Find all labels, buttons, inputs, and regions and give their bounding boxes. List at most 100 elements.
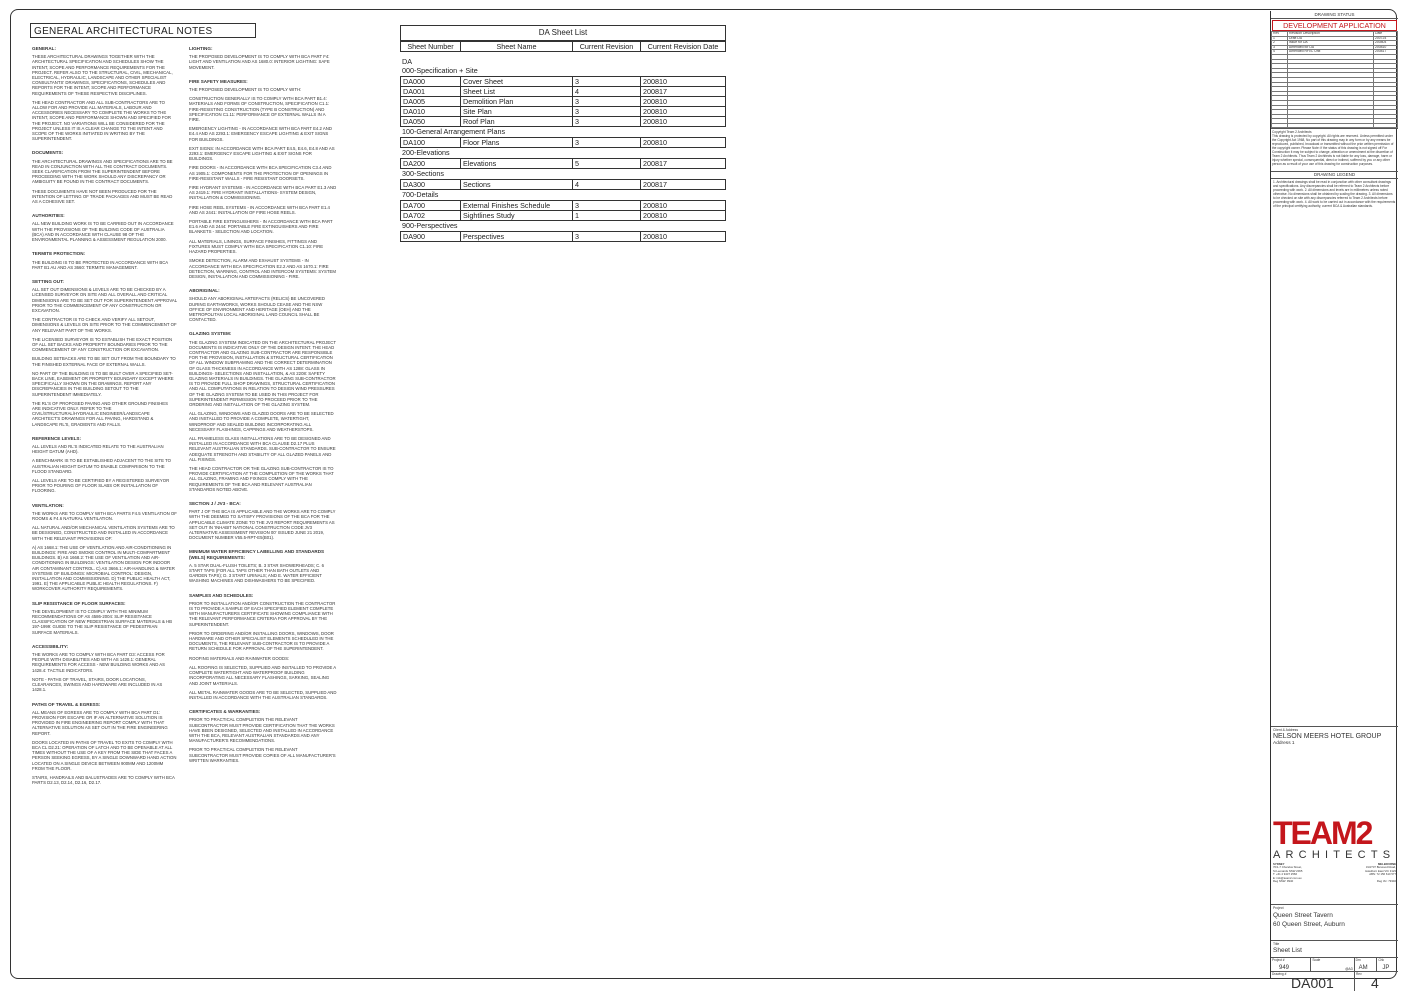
drawing-number-row: Drawing # DA001 Rev 4	[1271, 971, 1398, 991]
notes-paragraph: ALL NATURAL AND/OR MECHANICAL VENTILATIO…	[32, 525, 175, 541]
sheet-name: External Finishes Schedule	[460, 200, 573, 211]
notes-heading: SLIP RESISTANCE OF FLOOR SURFACES:	[32, 600, 126, 606]
sheet-revision: 1	[572, 210, 641, 221]
drawing-number: DA001	[1291, 975, 1334, 991]
sheet-revision: 4	[572, 86, 641, 97]
notes-heading: GLAZING SYSTEM:	[189, 331, 232, 337]
notes-section: GENERAL: THESE ARCHITECTURAL DRAWINGS TOG…	[32, 46, 177, 141]
info-row: Project # 949 Scale @A3 Drn AM Chk JP	[1271, 957, 1398, 972]
notes-paragraph: ALL MEANS OF EGRESS ARE TO COMPLY WITH B…	[32, 709, 168, 736]
notes-heading: MINIMUM WATER EFFICIENCY LABELLING AND S…	[189, 549, 325, 560]
notes-section: LIGHTING:THE PROPOSED DEVELOPMENT IS TO …	[189, 46, 337, 70]
notes-paragraph: THESE ARCHITECTURAL DRAWINGS TOGETHER WI…	[32, 54, 173, 96]
sheet-revision: 3	[572, 106, 641, 117]
notes-paragraph: THE HEAD CONTRACTOR OR THE GLAZING SUB-C…	[189, 466, 334, 492]
title-label: Title	[1273, 942, 1280, 946]
notes-paragraph: ROOFING MATERIALS AND RAINWATER GOODS:	[189, 655, 290, 661]
sheet-name: Cover Sheet	[460, 76, 573, 87]
sheet-number: DA000	[400, 76, 461, 87]
sheet-set-label: DA	[402, 57, 412, 66]
sheet-revision-date: 200817	[640, 158, 726, 169]
notes-heading: SETTING OUT:	[32, 278, 64, 284]
checked-cell: Chk JP	[1377, 958, 1398, 972]
notes-title: GENERAL ARCHITECTURAL NOTES	[30, 23, 256, 38]
notes-paragraph: NO PART OF THE BUILDING IS TO BE BUILT O…	[32, 370, 174, 397]
notes-paragraph: ALL SET OUT DIMENSIONS & LEVELS ARE TO B…	[32, 287, 178, 313]
sheet-revision-date: 200810	[640, 210, 726, 221]
notes-heading: LIGHTING:	[189, 46, 213, 51]
sheet-name: Site Plan	[460, 106, 573, 117]
notes-section: FIRE SAFETY MEASURES:THE PROPOSED DEVELO…	[189, 79, 337, 279]
sheet-number: DA010	[400, 106, 461, 117]
sheet-number: DA702	[400, 210, 461, 221]
office-line: 313/737 Burwood Road,	[1365, 865, 1396, 870]
drawing-number-cell: Drawing # DA001	[1271, 972, 1355, 991]
notes-heading: CERTIFICATES & WARRANTIES:	[189, 709, 261, 715]
scale-label: Scale	[1312, 958, 1321, 962]
sheet-group-name: 700-Details	[402, 190, 439, 199]
sheet-revision: 3	[572, 200, 641, 211]
revision-cell	[1373, 122, 1398, 129]
notes-paragraph: THESE DOCUMENTS HAVE NOT BEEN PRODUCED F…	[32, 188, 173, 205]
notes-paragraph: A. 5 STAR DUAL-FLUSH TOILETS; B. 3 STAR …	[189, 562, 325, 584]
notes-paragraph: NOTE - PATHS OF TRAVEL, STAIRS, DOOR LOC…	[32, 676, 163, 693]
sheet-revision: 4	[572, 179, 641, 190]
sheet-list-header-table: Sheet Number Sheet Name Current Revision…	[400, 41, 726, 52]
office-line: Reg Vic: 79340	[1376, 879, 1396, 884]
notes-section: VENTILATION:THE WORKS ARE TO COMPLY WITH…	[32, 503, 177, 592]
sheet-number: DA900	[400, 231, 461, 242]
notes-heading: GENERAL:	[32, 46, 56, 51]
notes-paragraph: DOORS LOCATED IN PATHS OF TRAVEL TO EXIT…	[32, 739, 177, 771]
notes-column-2: LIGHTING:THE PROPOSED DEVELOPMENT IS TO …	[189, 46, 337, 772]
notes-heading: ABORIGINAL:	[189, 288, 220, 294]
notes-heading: DOCUMENTS:	[32, 150, 64, 156]
sheet-name: Sheet List	[460, 86, 573, 97]
notes-paragraph: PART J OF THE BCA IS APPLICABLE AND THE …	[189, 509, 336, 541]
project-number-cell: Project # 949	[1271, 958, 1312, 972]
sheet-revision-date: 200810	[640, 116, 726, 127]
drawing-status: DEVELOPMENT APPLICATION	[1272, 20, 1397, 31]
notes-section: SAMPLES AND SCHEDULES:PRIOR TO INSTALLAT…	[189, 593, 337, 700]
client-address: Address 1	[1273, 741, 1295, 746]
notes-paragraph: ALL ROOFING IS SELECTED, SUPPLIED AND IN…	[189, 664, 336, 686]
project-number-label: Project #	[1272, 958, 1285, 962]
notes-paragraph: ALL MATERIALS, LININGS, SURFACE FINISHES…	[189, 238, 324, 255]
sheet-revision-date: 200810	[640, 200, 726, 211]
sheet-revision: 3	[572, 76, 641, 87]
notes-section: SLIP RESISTANCE OF FLOOR SURFACES: THE DE…	[32, 601, 177, 635]
client-name: NELSON MEERS HOTEL GROUP	[1273, 733, 1382, 740]
sheet-group-name: 200-Elevations	[402, 148, 450, 157]
revision-cell	[1287, 122, 1374, 129]
sheet-revision: 3	[572, 137, 641, 148]
notes-paragraph: PRIOR TO PRACTICAL COMPLETION THE RELEVA…	[189, 717, 335, 744]
notes-heading: SECTION J / JV3 - BCA:	[189, 501, 241, 507]
sheet-revision-date: 200810	[640, 231, 726, 242]
notes-paragraph: THE DEVELOPMENT IS TO COMPLY WITH THE MI…	[32, 608, 172, 635]
notes-section: GLAZING SYSTEM:THE GLAZING SYSTEM INDICA…	[189, 331, 337, 492]
notes-paragraph: THE WORKS ARE TO COMPLY WITH BCA PARTS F…	[32, 510, 177, 522]
notes-section: ABORIGINAL:SHOULD ANY ABORIGINAL ARTEFAC…	[189, 288, 337, 322]
notes-heading: FIRE SAFETY MEASURES:	[189, 78, 248, 84]
notes-paragraph: PRIOR TO ORDERING AND/OR INSTALLING DOOR…	[189, 630, 334, 652]
notes-section: AUTHORITIES:ALL NEW BUILDING WORK IS TO …	[32, 213, 177, 242]
notes-paragraph: THE WORKS ARE TO COMPLY WITH BCA PART D3…	[32, 652, 165, 673]
notes-paragraph: SMOKE DETECTION, ALARM AND EXHAUST SYSTE…	[189, 258, 336, 279]
sheet-number: DA700	[400, 200, 461, 211]
drawn-by: AM	[1358, 965, 1368, 971]
office-line: E: info@team2.com.au	[1273, 875, 1302, 880]
sheet-revision-date: 200810	[640, 96, 726, 107]
office-line: St Leonards NSW 2065	[1273, 868, 1303, 873]
sheet-group-name: 900-Perspectives	[402, 221, 458, 230]
drawing-number-label: Drawing #	[1272, 972, 1287, 976]
